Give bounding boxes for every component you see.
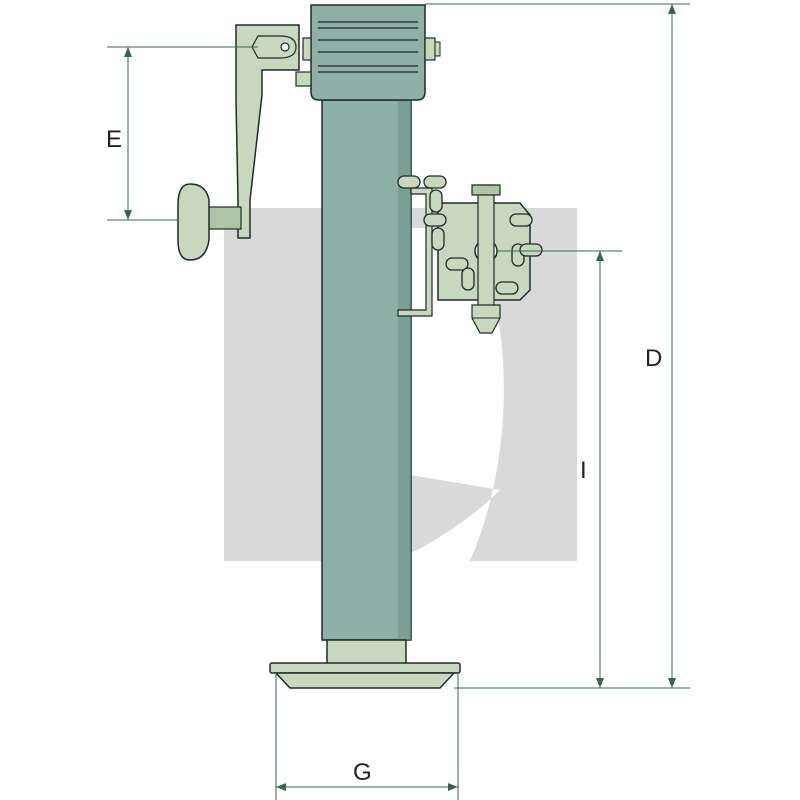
jack-tube (321, 99, 412, 641)
arrow-g-right (448, 783, 458, 791)
foot-plate-top (269, 662, 461, 674)
arrow-e-top (124, 47, 132, 57)
housing-bolt-right-tip (434, 41, 441, 57)
lock-pin-body (477, 184, 495, 316)
chain-link (509, 213, 533, 227)
chain-link (431, 227, 445, 251)
tube-shadow (398, 100, 411, 640)
chain-link (445, 257, 469, 271)
arrow-d-top (668, 4, 676, 14)
lever-shaft (206, 206, 242, 230)
arrow-d-bottom (668, 678, 676, 688)
chain-link (461, 267, 475, 291)
tube-body (321, 99, 412, 641)
lever-pin-holder (251, 35, 297, 59)
lever-pin-hole (280, 42, 290, 52)
dim-label-e: E (106, 126, 122, 153)
crank-lever (177, 24, 300, 261)
dim-label-i: I (580, 457, 587, 484)
chain-link (429, 189, 443, 213)
housing-bolt-left (302, 37, 312, 61)
dim-label-g: G (353, 759, 372, 786)
lock-pin-top (471, 184, 501, 196)
chain-link (423, 213, 447, 227)
arrow-i-bottom (596, 678, 604, 688)
chain-link (397, 175, 421, 189)
housing-bolt-right (424, 37, 436, 61)
chain-link (423, 175, 447, 189)
bracket-rod (397, 187, 433, 317)
lever-arm (235, 24, 300, 239)
arrow-e-bottom (124, 210, 132, 220)
safety-chain (397, 175, 543, 295)
foot-plate (269, 662, 461, 689)
top-housing (295, 4, 441, 101)
arrow-i-top (596, 251, 604, 261)
chain-link (519, 243, 543, 257)
dim-label-d: D (645, 345, 662, 372)
crank-knob (177, 183, 210, 261)
foot-plate-bevel (274, 672, 456, 689)
inner-leg (326, 639, 407, 666)
housing-pin-lower (295, 71, 312, 87)
chain-link (495, 281, 519, 295)
arrow-g-left (276, 783, 286, 791)
dimension-lines (107, 3, 690, 800)
dimension-arrows (124, 4, 676, 791)
